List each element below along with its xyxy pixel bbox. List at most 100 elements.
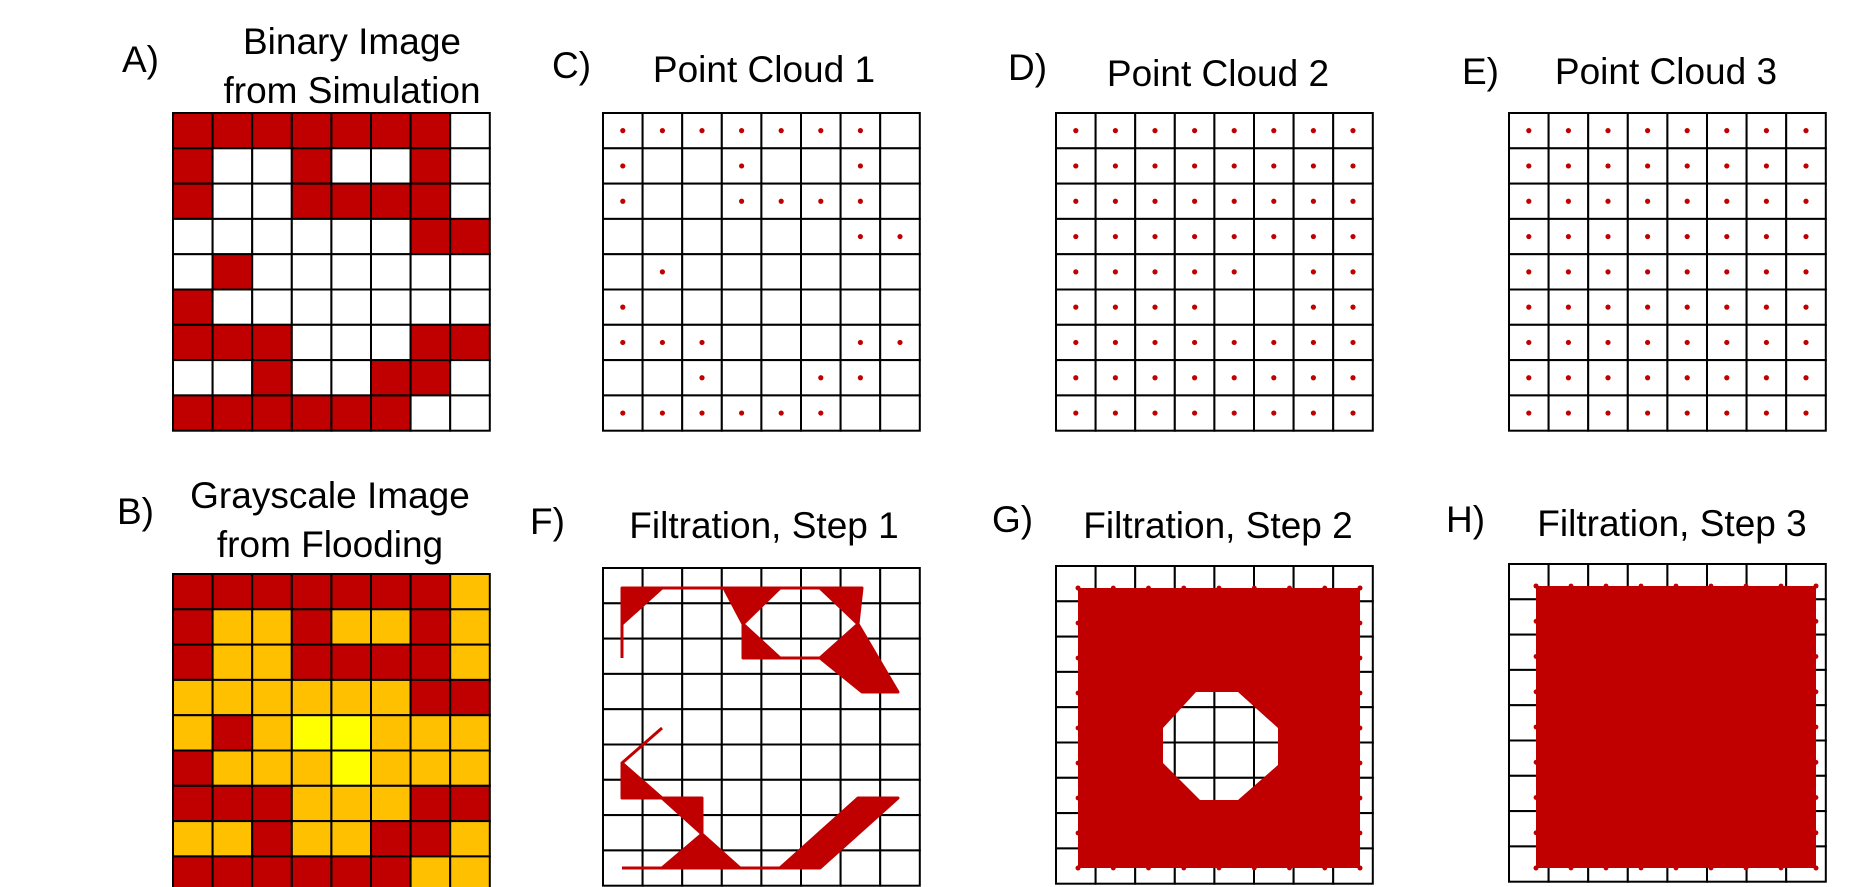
point-cloud-dot xyxy=(1073,128,1079,134)
filtration-dot xyxy=(1533,795,1539,800)
filtration-dot xyxy=(1287,865,1292,871)
filtration-dot xyxy=(1251,585,1257,591)
grid-cell xyxy=(839,708,882,746)
filtration-dot xyxy=(1357,725,1363,731)
grid-cell xyxy=(879,708,921,746)
grid-cell xyxy=(172,573,214,611)
point-cloud-dot xyxy=(1310,269,1316,275)
point-cloud-dot xyxy=(1310,375,1316,381)
point-cloud-dot xyxy=(1763,163,1769,169)
grid-cell xyxy=(409,217,452,256)
grid-cell xyxy=(641,602,684,640)
point-cloud-dot xyxy=(1605,304,1611,310)
point-cloud-dot xyxy=(1073,304,1079,310)
grid-cell xyxy=(409,714,452,752)
point-cloud-dot xyxy=(1310,410,1316,416)
grid-cell xyxy=(211,608,254,646)
grid-cell xyxy=(330,784,372,823)
point-cloud-dot xyxy=(1565,339,1571,346)
point-cloud-dot xyxy=(1605,233,1611,240)
point-cloud-dot xyxy=(1565,198,1571,204)
filtration-dot xyxy=(1357,865,1363,871)
grid-cell xyxy=(879,288,921,326)
grid-cell xyxy=(172,608,214,646)
point-cloud-dot xyxy=(1073,269,1079,275)
filtration-dot xyxy=(1110,585,1116,591)
grid-cell xyxy=(760,288,803,326)
point-cloud-dot xyxy=(620,128,626,134)
filtration-dot xyxy=(1075,760,1081,766)
point-cloud-dot xyxy=(1684,269,1690,275)
filtration-dot xyxy=(1603,583,1609,589)
grid-cell xyxy=(370,112,412,150)
grid-cell xyxy=(800,708,842,746)
grid-cell xyxy=(370,323,412,362)
grid-cell xyxy=(330,394,372,432)
filtration-step-1-complex xyxy=(620,586,900,870)
point-cloud-dot xyxy=(1526,339,1532,346)
point-cloud-dot xyxy=(1763,233,1769,240)
point-cloud-dot xyxy=(1231,128,1237,134)
grid-cell xyxy=(370,608,412,646)
filtration-dot xyxy=(1357,690,1363,696)
grid-cell xyxy=(211,112,254,150)
point-cloud-dot xyxy=(1565,163,1571,169)
grid-cell xyxy=(681,567,723,605)
filtration-dot xyxy=(1533,618,1539,624)
grid-cell xyxy=(290,678,333,717)
point-cloud-dot xyxy=(1350,410,1356,416)
panel-f-title: Filtration, Step 1 xyxy=(629,505,898,546)
grid-cell xyxy=(211,288,254,326)
panel-c-title: Point Cloud 1 xyxy=(653,49,875,90)
point-cloud-dot xyxy=(1803,198,1809,204)
grid-cell xyxy=(211,855,254,887)
filtration-dot xyxy=(1075,690,1081,696)
point-cloud-dot xyxy=(818,128,824,134)
filtration-dot xyxy=(1216,585,1222,591)
grid-cell xyxy=(800,288,842,326)
point-cloud-dot xyxy=(818,375,824,381)
grid-cell xyxy=(641,182,684,220)
point-cloud-dot xyxy=(1684,233,1690,240)
panel-e-title: Point Cloud 3 xyxy=(1555,51,1777,92)
point-cloud-dot xyxy=(1192,339,1198,346)
grid-cell xyxy=(1173,706,1216,744)
filtration-step-2-filled-region xyxy=(1078,588,1360,868)
point-cloud-dot xyxy=(1526,304,1532,310)
panel-b-title-line2: from Flooding xyxy=(217,524,443,565)
grid-cell xyxy=(251,855,293,887)
point-cloud-dot xyxy=(1645,128,1651,134)
point-cloud-dot xyxy=(1526,269,1532,275)
point-cloud-dot xyxy=(739,128,745,134)
grid-cell xyxy=(172,784,214,823)
point-cloud-dot xyxy=(739,163,745,169)
grid-cell xyxy=(760,602,803,640)
point-cloud-dot xyxy=(1271,233,1277,240)
filtration-dot xyxy=(1181,585,1187,591)
grid-cell xyxy=(409,784,452,823)
point-cloud-dot xyxy=(1231,198,1237,204)
simplex-triangle xyxy=(741,622,782,660)
point-cloud-dot xyxy=(1565,269,1571,275)
grid-cell xyxy=(602,147,644,185)
point-cloud-dot xyxy=(857,233,864,240)
point-cloud-dot xyxy=(1192,163,1198,169)
point-cloud-dot xyxy=(818,410,824,416)
grid-cell xyxy=(370,253,412,291)
point-cloud-dot xyxy=(1112,410,1118,416)
point-cloud-dot xyxy=(1310,128,1316,134)
point-cloud-dot xyxy=(1526,163,1532,169)
grid-cell xyxy=(330,608,372,646)
point-cloud-dot xyxy=(1112,163,1118,169)
grid-cell xyxy=(211,678,254,717)
grid-cell xyxy=(681,182,723,220)
grid-cell xyxy=(330,147,372,185)
grid-cell xyxy=(290,182,333,220)
grayscale-image-grid xyxy=(172,573,491,887)
grid-cell xyxy=(370,820,412,858)
filtration-dot xyxy=(1533,759,1539,765)
grid-cell xyxy=(681,288,723,326)
point-cloud-dot xyxy=(620,410,626,416)
grid-cell xyxy=(760,778,803,817)
grid-cell xyxy=(251,147,293,185)
